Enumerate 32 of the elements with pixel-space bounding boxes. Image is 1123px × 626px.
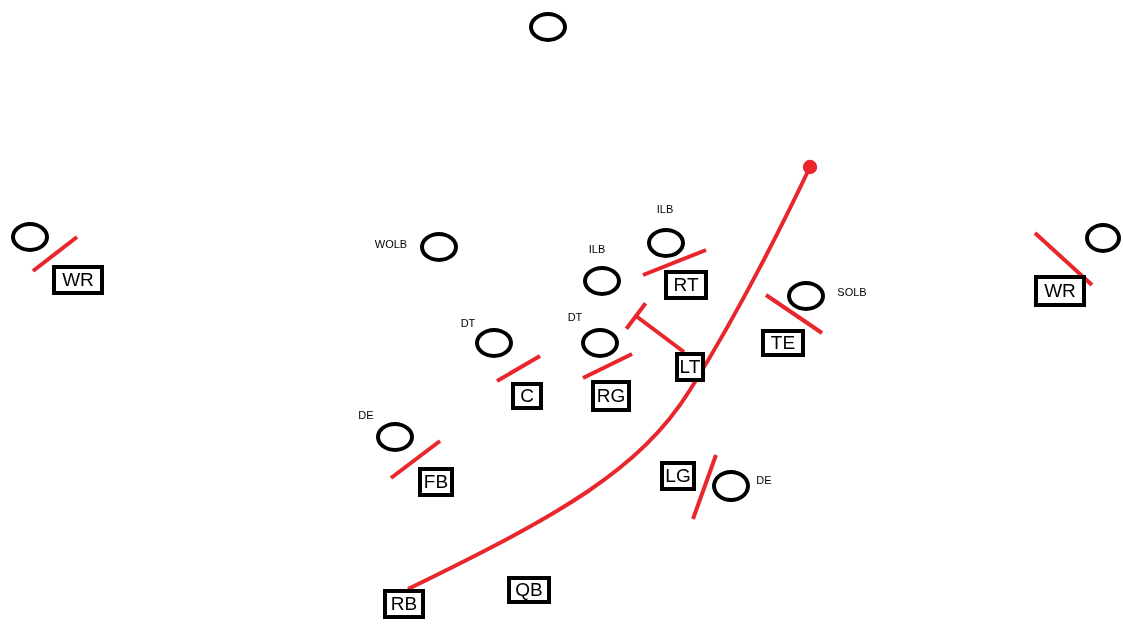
defender-circle <box>475 328 513 358</box>
player-box: LG <box>660 461 696 491</box>
defender-circle <box>376 422 414 452</box>
position-label: ILB <box>588 243 606 255</box>
player-box: LT <box>675 352 705 382</box>
defender-circle <box>647 228 685 258</box>
position-label: DE <box>358 409 374 421</box>
defender-circle <box>420 232 458 262</box>
player-box: TE <box>761 329 805 357</box>
position-label: DE <box>756 474 772 486</box>
position-label: SOLB <box>837 286 867 298</box>
player-box: RT <box>664 270 708 300</box>
defender-circle <box>787 281 825 311</box>
position-label: DT <box>460 317 476 329</box>
player-box: C <box>511 382 543 410</box>
route-line <box>407 159 818 591</box>
position-label: WOLB <box>374 238 408 250</box>
player-box: WR <box>52 265 104 295</box>
defender-circle <box>583 266 621 296</box>
player-box: WR <box>1034 275 1086 307</box>
player-box: RB <box>383 589 425 619</box>
defender-circle <box>529 12 567 42</box>
player-box: FB <box>418 467 454 497</box>
defender-circle <box>11 222 49 252</box>
player-box: RG <box>591 380 631 412</box>
player-box: QB <box>507 576 551 604</box>
defender-circle <box>712 470 750 502</box>
position-label: ILB <box>656 203 674 215</box>
block-line <box>624 301 686 354</box>
position-label: DT <box>567 311 583 323</box>
defender-circle <box>581 328 619 358</box>
defender-circle <box>1085 223 1121 253</box>
